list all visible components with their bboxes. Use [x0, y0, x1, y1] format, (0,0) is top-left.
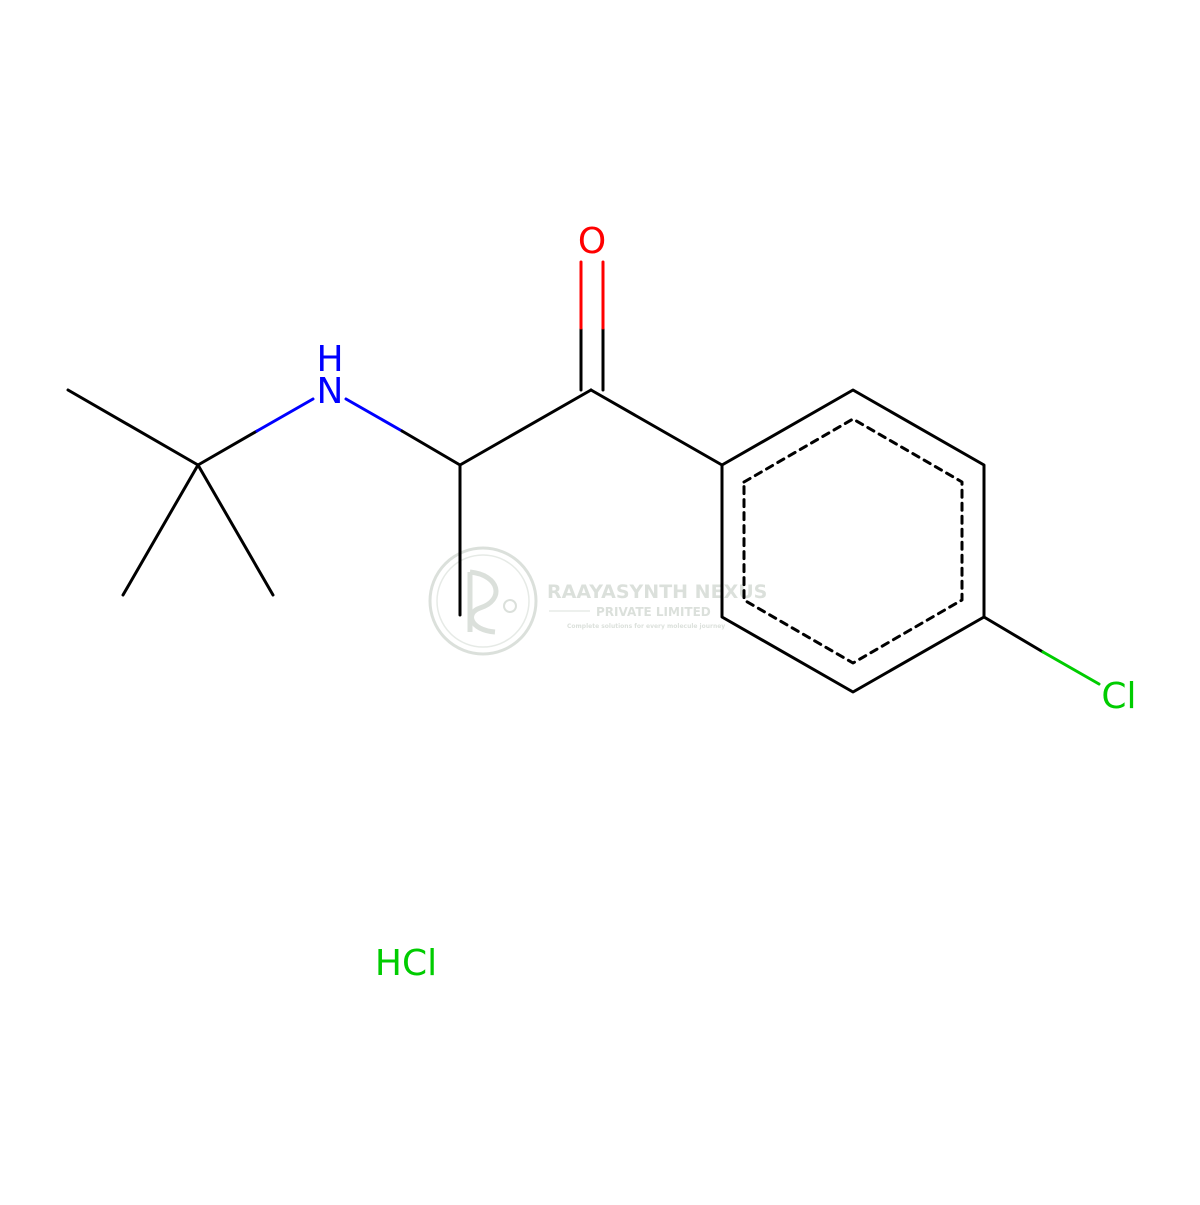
watermark-tagline: Complete solutions for every molecule jo…: [567, 623, 725, 630]
atom-amine-hydrogen: H: [316, 339, 343, 380]
watermark-subtitle: PRIVATE LIMITED: [596, 605, 711, 619]
bond-carbonyl-ring: [589, 388, 724, 467]
bond-ch-carbonyl: [458, 388, 593, 467]
atom-oxygen: O: [578, 221, 606, 262]
bond-n-ch-black: [400, 429, 462, 467]
benzene-aromatic-inner: [742, 417, 964, 665]
watermark: RAAYASYNTH NEXUS PRIVATE LIMITED Complet…: [428, 546, 767, 656]
bond-methyl-1: [66, 388, 200, 467]
bond-c-n-blue: [255, 397, 315, 433]
bond-methyl-3: [196, 463, 275, 597]
watermark-company: RAAYASYNTH NEXUS: [547, 581, 767, 603]
atom-amine-nitrogen: N: [317, 371, 344, 412]
bond-c-cl-green: [1041, 650, 1101, 686]
atom-chlorine: Cl: [1101, 676, 1136, 717]
bond-c-cl-black: [982, 615, 1045, 654]
benzene-ring: [720, 388, 986, 694]
bond-c-n-black: [196, 429, 259, 467]
bonds: [66, 260, 1101, 694]
bond-methyl-2: [121, 463, 200, 597]
salt-hcl: HCl: [375, 943, 437, 984]
watermark-logo-icon: [428, 546, 538, 656]
bond-n-ch-blue: [344, 397, 404, 433]
